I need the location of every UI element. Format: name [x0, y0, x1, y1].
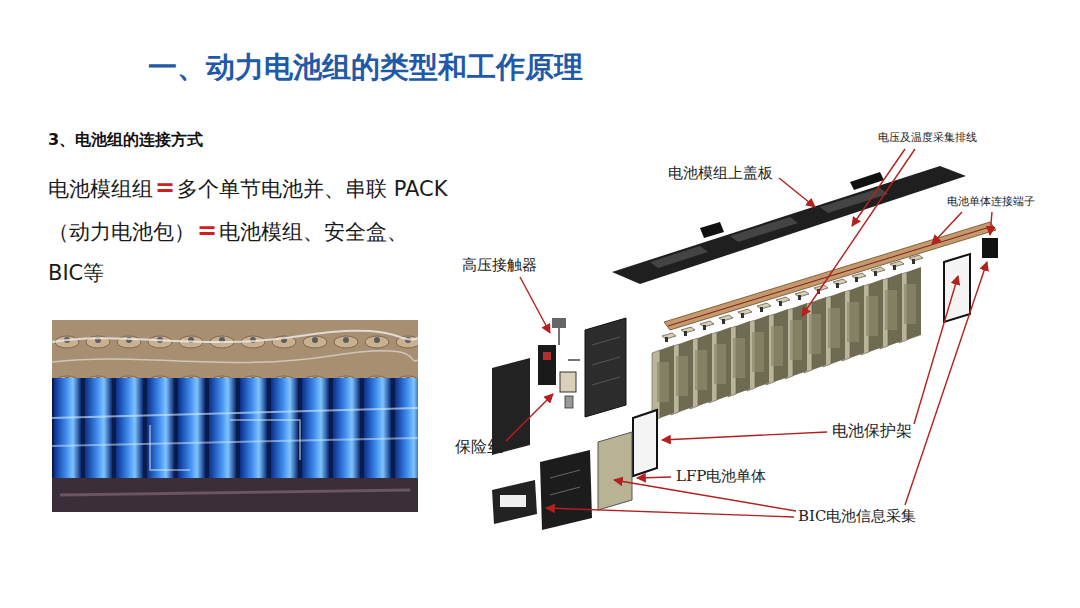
body-text: BIC等 — [48, 259, 104, 287]
part-label: LFP电池单体 — [676, 467, 766, 485]
part-label: 电池单体连接端子 — [947, 195, 1035, 208]
slide-title: 一、动力电池组的类型和工作原理 — [148, 50, 583, 85]
part-label: BIC电池信息采集 — [798, 507, 916, 525]
body-text: 多个单节电池并、串联 PACK — [177, 175, 447, 203]
body-text-line: （动力电池包）=电池模组、安全盒、 — [48, 217, 408, 246]
body-text: 电池模组、安全盒、 — [219, 218, 408, 246]
part-label: 高压接触器 — [462, 256, 537, 274]
equals-sign: = — [155, 174, 175, 202]
part-label: 保险丝 — [455, 437, 503, 456]
body-text: （动力电池包） — [48, 218, 195, 246]
battery-photo — [52, 320, 418, 512]
body-text-line: 电池模组组=多个单节电池并、串联 PACK — [48, 174, 448, 203]
section-heading: 3、电池组的连接方式 — [48, 130, 203, 149]
part-label: 电池模组上盖板 — [668, 164, 773, 182]
body-text-line: BIC等 — [48, 259, 104, 287]
part-label: 电池保护架 — [832, 421, 912, 440]
equals-sign: = — [197, 217, 217, 245]
part-label: 电压及温度采集排线 — [878, 131, 977, 144]
body-text: 电池模组组 — [48, 175, 153, 203]
leader-lines — [506, 149, 992, 517]
exploded-module — [492, 166, 998, 530]
